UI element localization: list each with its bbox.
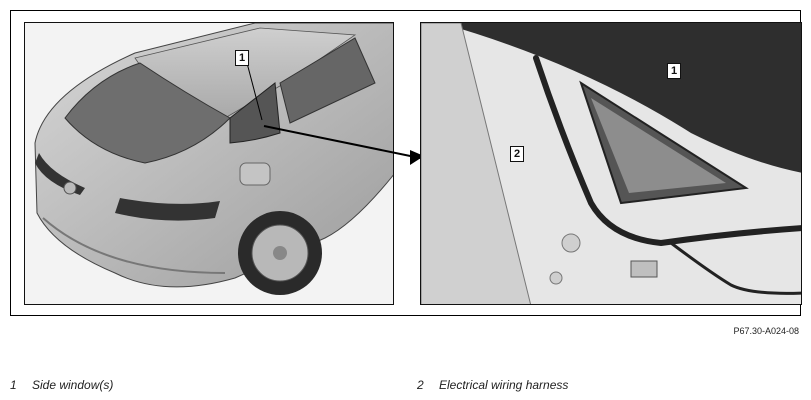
legend-label: Electrical wiring harness [439, 378, 569, 392]
vehicle-overview-illustration [24, 22, 394, 305]
detail-illustration [420, 22, 802, 305]
callout-1-right: 1 [667, 63, 682, 79]
detail-drawing [421, 23, 801, 304]
callout-1-left: 1 [235, 50, 250, 66]
figure-code: P67.30-A024-08 [733, 326, 799, 336]
legend-item-side-windows: 1 Side window(s) [10, 378, 113, 392]
legend-item-wiring-harness: 2 Electrical wiring harness [417, 378, 568, 392]
legend-label: Side window(s) [32, 378, 114, 392]
legend-number: 1 [10, 378, 17, 392]
callout-2-right: 2 [510, 146, 525, 162]
legend-number: 2 [417, 378, 424, 392]
vehicle-drawing [25, 23, 393, 304]
